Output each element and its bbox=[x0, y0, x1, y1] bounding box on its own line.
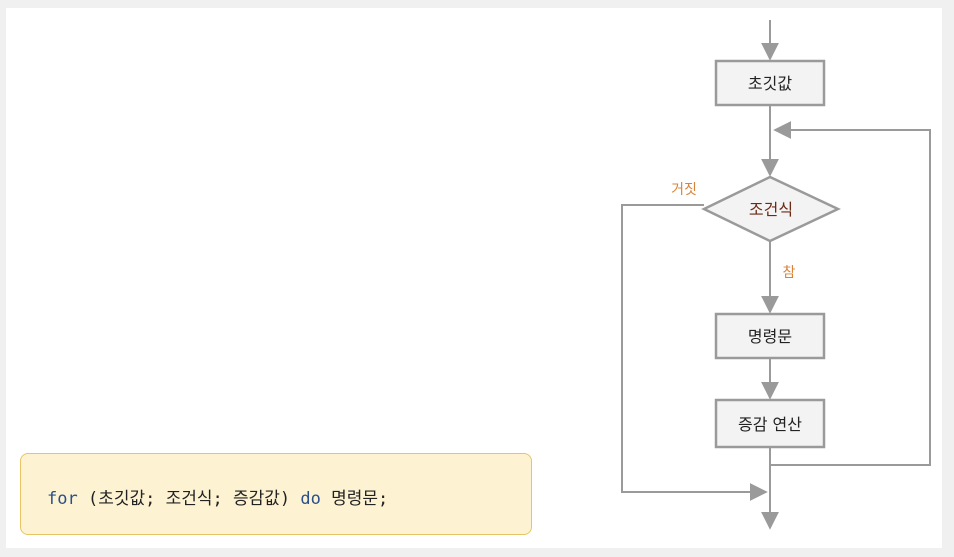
init-label: 초깃값 bbox=[748, 74, 792, 93]
loop-back-arrow bbox=[770, 121, 931, 466]
init-box bbox=[714, 59, 826, 107]
code-box: for (초깃값; 조건식; 증감값) do 명령문; bbox=[20, 453, 532, 535]
statement-label: 명령문 bbox=[748, 327, 792, 346]
condition-diamond bbox=[701, 175, 841, 243]
keyword-for: for bbox=[47, 489, 78, 509]
code-line: for (초깃값; 조건식; 증감값) do 명령문; bbox=[47, 484, 388, 509]
statement-box bbox=[714, 312, 826, 360]
condition-label: 조건식 bbox=[749, 200, 793, 219]
true-label: 참 bbox=[783, 265, 796, 281]
increment-box bbox=[714, 398, 826, 449]
increment-label: 증감 연산 bbox=[738, 415, 802, 434]
false-branch-arrow bbox=[621, 204, 768, 501]
code-tail: 명령문; bbox=[320, 489, 389, 509]
keyword-do: do bbox=[300, 489, 321, 509]
code-middle: (초깃값; 조건식; 증감값) bbox=[77, 489, 301, 509]
false-label: 거짓 bbox=[671, 182, 697, 198]
